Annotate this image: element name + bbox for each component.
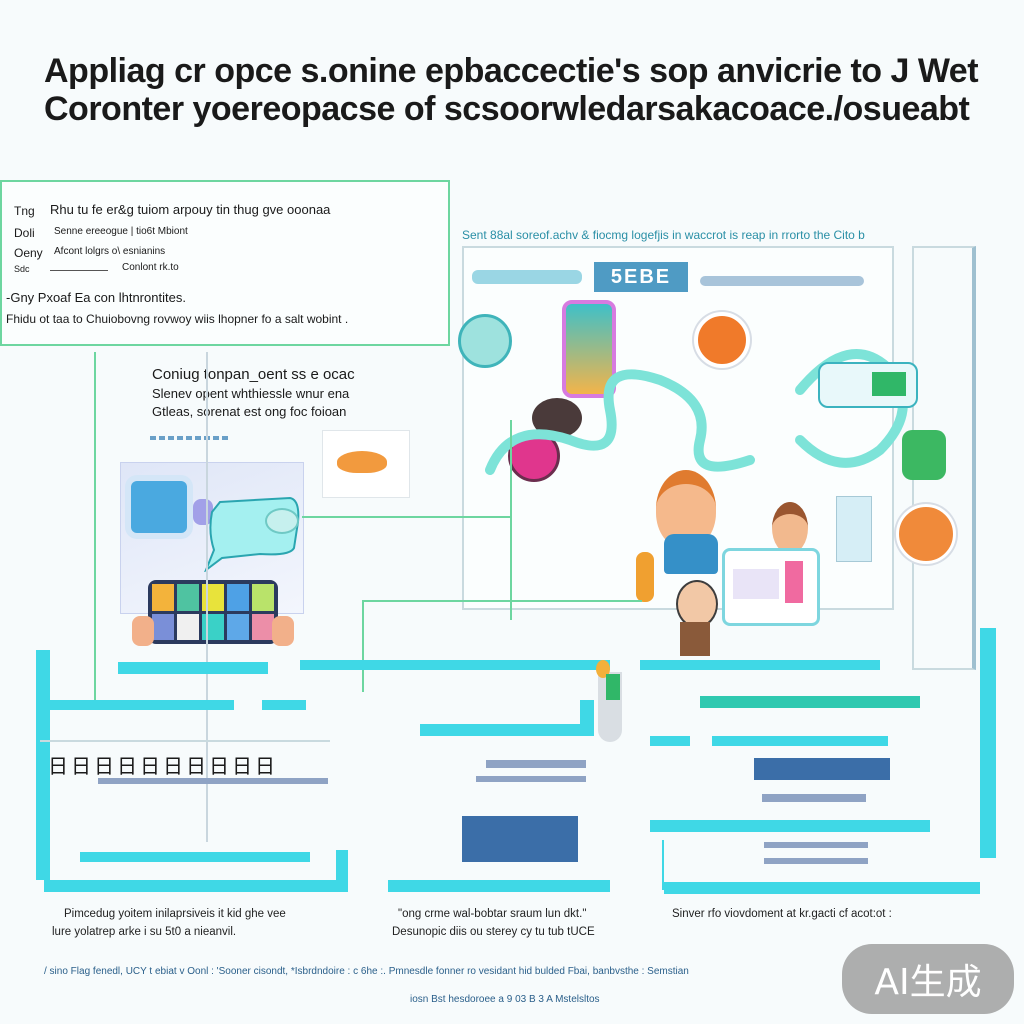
middle-text-line-2: Slenev opent whthiessle wnur ena (152, 386, 350, 401)
row6-text: Fhidu ot taa to Chuiobovng rovwoy wiis l… (6, 312, 349, 326)
bm-top-bar (420, 660, 610, 670)
right-hand-icon (272, 616, 294, 646)
row2-key: Doli (14, 226, 35, 240)
left-info-box: Tng Rhu tu fe er&g tuiom arpouy tin thug… (0, 180, 450, 346)
pipe-cap-icon (596, 660, 610, 678)
pipe-green-icon (606, 674, 620, 700)
left-hand-icon (132, 616, 154, 646)
row5-text: -Gny Pxoaf Ea con lhtnrontites. (6, 290, 186, 305)
green-tag-icon (902, 430, 946, 480)
screen-side-accent (193, 499, 213, 525)
line-h-2 (362, 600, 642, 602)
bl-bar-1 (118, 662, 268, 674)
br-blue-bar (754, 758, 890, 780)
orange-ball-icon (694, 312, 750, 368)
footer-line-1: / sino Flag fenedl, UCY t ebiat v Oonl :… (44, 966, 689, 977)
food-card (322, 430, 410, 498)
third-body-icon (680, 622, 710, 656)
bl-right-post (336, 850, 348, 890)
middle-text-line-3: Gtleas, sorenat est ong foc foioan (152, 404, 347, 419)
device-box (818, 362, 918, 408)
bm-base-bar (388, 880, 610, 892)
row3-text: Afcont lolgrs o\ esnianins (54, 246, 166, 257)
bl-bar-4 (262, 700, 306, 710)
screen-thumbnail (131, 481, 187, 533)
br-bar-2 (700, 696, 920, 708)
caption-1-line-1: Pimcedug yoitem inilaprsiveis it kid ghe… (64, 908, 286, 920)
caption-3-line-1: Sinver rfo viovdoment at kr.gacti cf aco… (672, 908, 892, 920)
right-panel-header: Sent 88al soreof.achv & fiocmg logefjis … (462, 228, 865, 242)
bl-rule (98, 778, 328, 784)
bl-bar-3 (44, 700, 234, 710)
small-card (836, 496, 872, 562)
br-base-bar (664, 882, 980, 894)
bm-gray-2 (476, 776, 586, 782)
line-v-2 (206, 352, 208, 842)
page-title-line-1: Appliag cr opce s.onine epbaccectie's so… (44, 52, 979, 90)
pink-stripe (785, 561, 803, 603)
bl-divider (40, 740, 330, 742)
line-v-4 (510, 420, 512, 620)
right-panel-label: 5EBE (594, 262, 688, 292)
row4-text: Conlont rk.to (122, 262, 179, 273)
bm-blue-block (462, 816, 578, 862)
tablet-icon (148, 580, 278, 644)
ai-generated-badge: AI生成 (842, 944, 1014, 1014)
row1-text: Rhu tu fe er&g tuiom arpouy tin thug gve… (50, 202, 331, 217)
page-title-line-2: Coronter yoereopacse of scsoorwledarsaka… (44, 90, 970, 128)
br-gray-2 (764, 842, 868, 848)
screen-device-icon (722, 548, 820, 626)
speech-bubble-icon (204, 496, 300, 572)
bm-gray-1 (486, 760, 586, 768)
br-left-post (662, 840, 664, 890)
right-panel-bar-right (700, 276, 864, 286)
torch-icon (636, 552, 654, 602)
bm-post (580, 700, 594, 736)
row4-leader-line (50, 270, 108, 271)
bm-bar-2 (420, 724, 590, 736)
br-top-bar (640, 660, 880, 670)
orange-plate-icon (896, 504, 956, 564)
caption-2-line-2: Desunopic diis ou sterey cy tu tub tUCE (392, 926, 595, 938)
second-character-icon (772, 502, 808, 554)
row4-key: Sdc (14, 264, 30, 274)
bl-mid-bar (80, 852, 310, 862)
green-screen (872, 372, 906, 396)
food-icon (337, 451, 387, 473)
middle-text-line-1: Coniug tonpan_oent ss e ocac (152, 366, 355, 383)
child-body-icon (664, 534, 718, 574)
middle-dotted-rule (150, 436, 230, 440)
br-gray-3 (764, 858, 868, 864)
br-bar-3 (650, 736, 690, 746)
line-v-3 (362, 600, 364, 692)
br-gray-1 (762, 794, 866, 802)
caption-2-line-1: "ong crme wal-bobtar sraum lun dkt." (398, 908, 587, 920)
br-right-rail (980, 628, 996, 858)
bl-bar-2 (300, 660, 450, 670)
caption-1-line-2: lure yolatrep arke i su 5t0 a nieanvil. (52, 926, 237, 938)
br-bar-4 (712, 736, 888, 746)
row1-key: Tng (14, 204, 35, 218)
row3-key: Oeny (14, 246, 43, 260)
row2-text: Senne ereeogue | tio6t Mbiont (54, 226, 188, 237)
bl-base-bar (44, 880, 348, 892)
circle-green-icon (458, 314, 512, 368)
bubble-dot-icon (265, 508, 299, 534)
line-v-1 (94, 352, 96, 700)
device-screen (733, 569, 779, 599)
line-h-1 (302, 516, 512, 518)
third-character-icon (676, 580, 718, 628)
bottom-left-label: 日日日日日日日日日日 (48, 754, 278, 778)
footer-line-2: iosn Bst hesdoroee a 9 03 B 3 A Mstelslt… (410, 994, 600, 1005)
right-panel-bar-left (472, 270, 582, 284)
br-bar-5 (650, 820, 930, 832)
